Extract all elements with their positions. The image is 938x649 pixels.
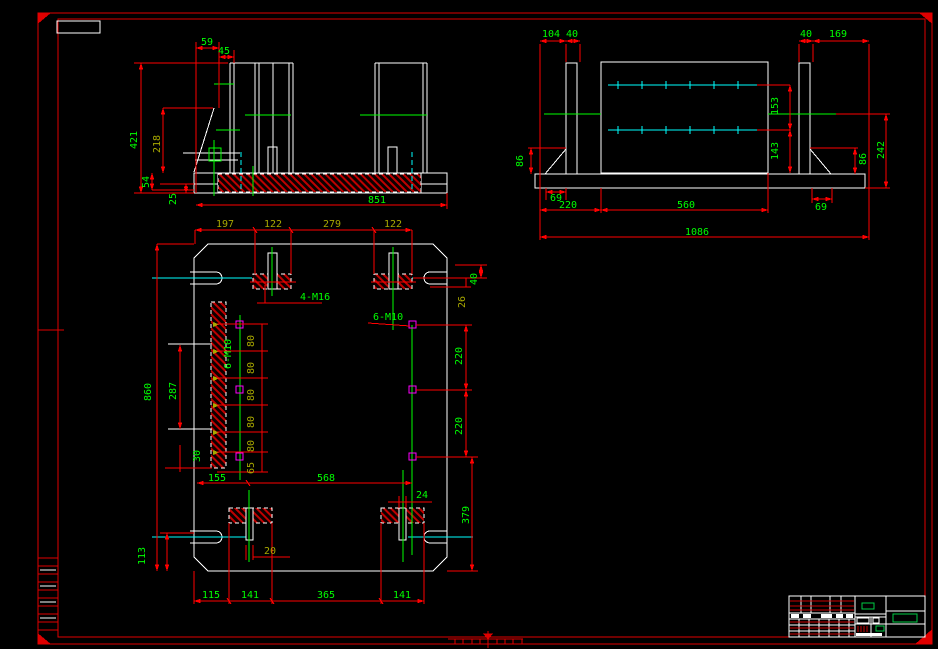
dim-86-left: 86	[515, 155, 526, 167]
dim-20: 20	[264, 546, 276, 557]
label-6-m10: 6-M10	[373, 312, 403, 323]
detail-box	[208, 147, 222, 162]
dim-122-a: 122	[264, 219, 282, 230]
dim-169: 169	[829, 29, 847, 40]
plan-dimensions	[154, 226, 487, 605]
title-block-highlights	[861, 602, 918, 632]
dim-141-b: 141	[393, 590, 411, 601]
dim-220: 220	[559, 200, 577, 211]
dim-220-a: 220	[454, 347, 465, 365]
revision-box	[56, 20, 101, 34]
dim-86-right: 86	[858, 153, 869, 165]
right-post	[798, 62, 811, 174]
front-centerlines	[208, 83, 427, 196]
dim-287: 287	[168, 382, 179, 400]
corner-mark-top-right	[918, 12, 933, 25]
dim-69-right: 69	[815, 202, 827, 213]
bolt-centerlines	[240, 152, 413, 190]
dim-560: 560	[677, 200, 695, 211]
title-block	[788, 595, 926, 638]
dim-80-1: 80	[246, 335, 257, 347]
highlight-box-large	[892, 613, 918, 623]
dim-25: 25	[168, 193, 179, 205]
side-view: 104 40 40 169 153 143 86 86 242 69 220 5…	[515, 29, 890, 240]
base-plate-hatch	[217, 173, 422, 193]
dim-421: 421	[129, 131, 140, 149]
dim-155: 155	[208, 473, 226, 484]
title-block-filled-cells	[791, 614, 882, 636]
corner-mark-top-left	[37, 12, 52, 25]
dim-143: 143	[770, 142, 781, 160]
label-4-m16: 4-M16	[300, 292, 330, 303]
front-dimensions	[134, 42, 448, 209]
dim-218: 218	[152, 135, 163, 153]
dim-45: 45	[218, 46, 230, 57]
dim-1086: 1086	[685, 227, 709, 238]
dim-242: 242	[876, 141, 887, 159]
dim-153: 153	[770, 97, 781, 115]
dim-54: 54	[141, 176, 152, 188]
dim-80-4: 80	[246, 416, 257, 428]
hole-markers	[235, 320, 417, 461]
dim-197: 197	[216, 219, 234, 230]
label-6-m10-left: 6-M10	[223, 339, 234, 369]
dim-80-3: 80	[246, 389, 257, 401]
right-gusset	[809, 148, 832, 175]
title-block-rules	[790, 600, 868, 635]
dim-40-right: 40	[800, 29, 812, 40]
right-tower	[374, 62, 428, 173]
base-plate-outline	[193, 172, 448, 194]
workpiece-box	[600, 61, 769, 174]
center-arrow	[482, 633, 494, 640]
dim-24: 24	[416, 490, 428, 501]
dim-80-2: 80	[246, 362, 257, 374]
strip-ticks	[213, 322, 219, 455]
dim-568: 568	[317, 473, 335, 484]
dim-80-5: 80	[246, 440, 257, 452]
plan-view: 197 122 279 122 26 80 80 80 80 80 65 20 …	[137, 219, 487, 605]
dim-115: 115	[202, 590, 220, 601]
plan-outline	[193, 243, 448, 572]
side-base-plate	[534, 173, 866, 189]
highlight-box-tiny	[875, 625, 885, 632]
gusset-slope	[193, 107, 215, 173]
dim-851: 851	[368, 195, 386, 206]
plan-ext-white	[168, 343, 212, 430]
dim-141-a: 141	[241, 590, 259, 601]
dim-860: 860	[143, 383, 154, 401]
dim-69-left: 69	[550, 193, 562, 204]
left-gusset	[544, 148, 567, 175]
dim-104: 104	[542, 29, 560, 40]
dim-40-plan: 40	[469, 273, 480, 285]
front-view: 59 45 421 218 54 25 851	[129, 37, 448, 209]
dim-379: 379	[461, 506, 472, 524]
sheet-frame	[37, 12, 933, 645]
dim-59: 59	[201, 37, 213, 48]
dim-65: 65	[246, 462, 257, 474]
inner-border	[57, 18, 926, 638]
dim-279: 279	[323, 219, 341, 230]
dim-220-b: 220	[454, 417, 465, 435]
dim-26: 26	[457, 296, 468, 308]
outer-border	[37, 12, 933, 645]
highlight-box-small	[861, 602, 875, 610]
plan-centerlines	[239, 247, 413, 562]
side-geometry	[534, 61, 866, 189]
hole-rows	[608, 81, 757, 134]
centering-ruler-bottom	[448, 631, 523, 648]
side-dimensions	[528, 38, 890, 240]
dim-122-b: 122	[384, 219, 402, 230]
corner-mark-bottom-left	[37, 632, 52, 645]
dim-365: 365	[317, 590, 335, 601]
left-post	[565, 62, 578, 174]
left-tower	[183, 62, 294, 173]
dim-30: 30	[192, 450, 203, 462]
margin-scale-left	[38, 557, 58, 631]
dim-40-left: 40	[566, 29, 578, 40]
dim-113: 113	[137, 547, 148, 565]
